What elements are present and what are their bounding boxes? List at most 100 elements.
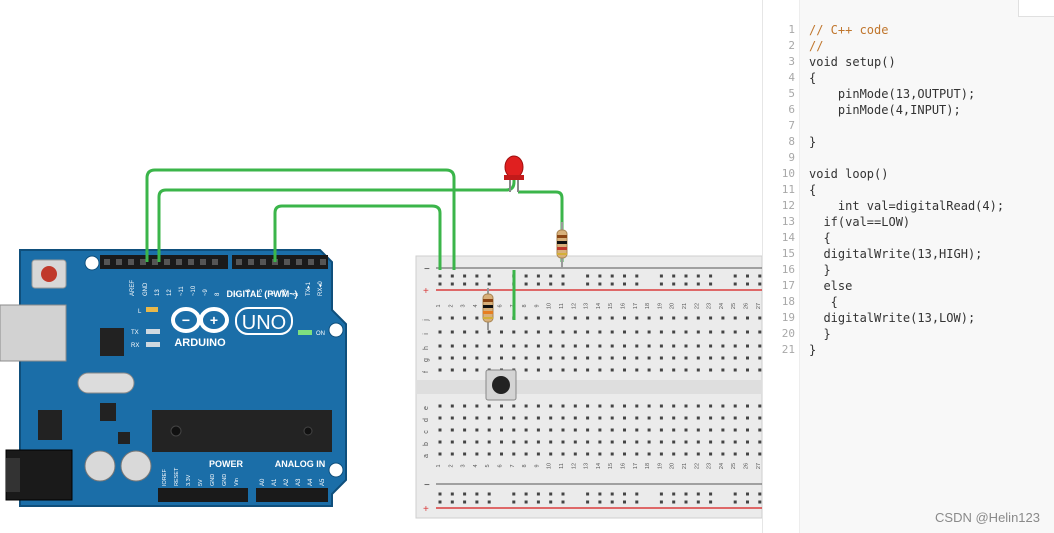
code-line[interactable]: pinMode(4,INPUT); [809,103,961,117]
resistor-button[interactable] [482,288,494,330]
code-line[interactable]: if(val==LOW) [809,215,911,229]
terminal-hole [659,316,663,320]
arduino-board[interactable]: − + UNO ARDUINO DIGITAL (PWM~) POWER ANA… [0,249,347,507]
rail-hole [487,274,491,278]
wire-pin4-to-breadboard[interactable] [273,204,442,270]
terminal-hole [610,356,614,360]
code-line[interactable]: { [809,71,817,85]
code-line[interactable]: else [809,279,853,293]
rail-hole [438,274,442,278]
terminal-hole [733,452,737,456]
wire-led-to-resistor[interactable] [518,190,564,262]
terminal-hole [647,440,651,444]
pushbutton[interactable] [485,369,517,401]
rail-hole [438,282,442,286]
code-line[interactable]: int val=digitalRead(4); [809,199,1005,213]
terminal-hole [746,416,749,420]
terminal-hole [709,452,713,456]
line-number: 6 [788,103,795,116]
terminal-hole [721,428,725,432]
terminal-hole [463,368,467,372]
terminal-hole [721,316,725,320]
terminal-hole [512,428,516,432]
column-number: 27 [756,463,762,469]
rail-hole [696,274,700,278]
code-line[interactable]: } [809,263,831,277]
terminal-hole [659,440,663,444]
terminal-hole [758,440,762,444]
code-line[interactable]: { [809,183,817,197]
code-line[interactable]: digitalWrite(13,LOW); [809,311,976,325]
terminal-hole [512,440,516,444]
rail-hole [512,492,516,496]
terminal-hole [487,356,491,360]
rail-hole [672,500,676,504]
code-line[interactable]: { [809,231,831,245]
code-line[interactable]: } [809,343,817,357]
column-number: 21 [682,303,688,309]
code-line[interactable]: // C++ code [809,23,889,37]
terminal-hole [524,404,528,408]
red-led[interactable] [504,155,524,192]
mounting-hole [328,322,344,338]
code-line[interactable]: digitalWrite(13,HIGH); [809,247,983,261]
reset-button-cap[interactable] [41,266,57,282]
led-tx-label: TX [131,330,139,336]
column-number: 12 [571,303,577,309]
rail-hole [586,274,590,278]
rail-hole [463,500,467,504]
code-line[interactable]: } [809,135,817,149]
code-area[interactable] [799,0,1054,533]
breadboard[interactable]: − + − + 11223344556677889910101111121213… [415,255,762,519]
rail-hole [635,500,639,504]
terminal-hole [487,416,491,420]
code-line[interactable]: void setup() [809,55,896,69]
terminal-hole [586,356,590,360]
terminal-hole [659,344,663,348]
terminal-hole [598,452,602,456]
small-chip [118,432,130,444]
rail-hole [536,500,540,504]
svg-text:−: − [182,312,190,328]
led-l [146,307,158,312]
terminal-hole [709,416,713,420]
line-number: 2 [788,39,795,52]
header-hole [320,259,326,265]
code-line[interactable]: // [809,39,824,53]
terminal-hole [475,356,479,360]
terminal-hole [758,344,762,348]
column-number: 7 [510,464,516,467]
terminal-hole [536,452,540,456]
digital-header-right [232,255,328,269]
terminal-hole [733,344,737,348]
terminal-hole [635,344,639,348]
header-hole [116,259,122,265]
terminal-hole [635,330,639,334]
terminal-hole [623,416,626,420]
terminal-hole [450,316,454,320]
code-line[interactable]: void loop() [809,167,889,181]
row-label: j [423,319,430,322]
rail-hole [758,492,762,496]
terminal-hole [610,440,614,444]
column-number: 12 [571,463,577,469]
column-number: 23 [707,303,713,309]
pin-label: ~10 [191,285,197,296]
code-line[interactable]: } [809,327,831,341]
terminal-hole [463,404,467,408]
resistor-led[interactable] [556,222,568,268]
line-number: 4 [788,71,795,84]
code-line[interactable]: { [809,295,838,309]
column-number: 24 [719,463,725,469]
rail-hole [512,500,516,504]
terminal-hole [549,428,553,432]
wire-pin13-to-led[interactable] [157,180,516,262]
wire-gnd-to-rail[interactable] [145,168,456,270]
wires[interactable] [145,168,564,320]
rail-hole [659,500,663,504]
code-line[interactable]: pinMode(13,OUTPUT); [809,87,976,101]
rail-hole [475,492,479,496]
circuit-canvas[interactable]: − + UNO ARDUINO DIGITAL (PWM~) POWER ANA… [0,0,762,533]
